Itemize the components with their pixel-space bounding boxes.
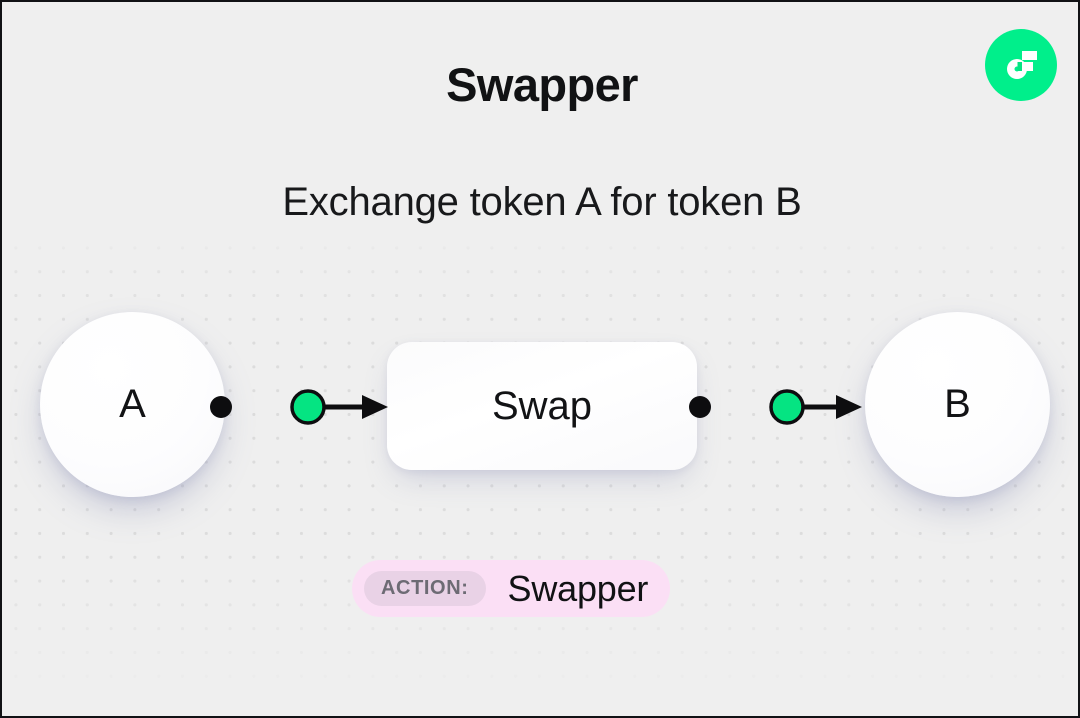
flow-edge-a-swap[interactable]: [210, 389, 388, 425]
action-badge-chip-label: ACTION:: [364, 571, 486, 606]
edge-waypoint-icon: [769, 389, 805, 425]
arrow-head-icon: [836, 395, 862, 419]
page-subtitle: Exchange token A for token B: [282, 180, 802, 224]
edge-waypoint-icon: [290, 389, 326, 425]
flow-logo-icon[interactable]: [985, 29, 1057, 101]
flow-edge-swap-b[interactable]: [689, 389, 862, 425]
flow-node-swap[interactable]: Swap: [387, 342, 697, 470]
flow-logo-glyph: [1007, 51, 1037, 79]
arrow-head-icon: [362, 395, 388, 419]
flow-node-token-a[interactable]: A: [40, 312, 225, 497]
flow-node-token-b-label: B: [944, 382, 971, 426]
flow-node-token-b[interactable]: B: [865, 312, 1050, 497]
action-badge-value: Swapper: [507, 567, 649, 609]
page-title: Swapper: [446, 58, 638, 111]
flow-node-swap-label: Swap: [491, 383, 593, 428]
flow-node-token-a-label: A: [119, 382, 146, 426]
action-badge: ACTION: Swapper: [352, 560, 671, 617]
